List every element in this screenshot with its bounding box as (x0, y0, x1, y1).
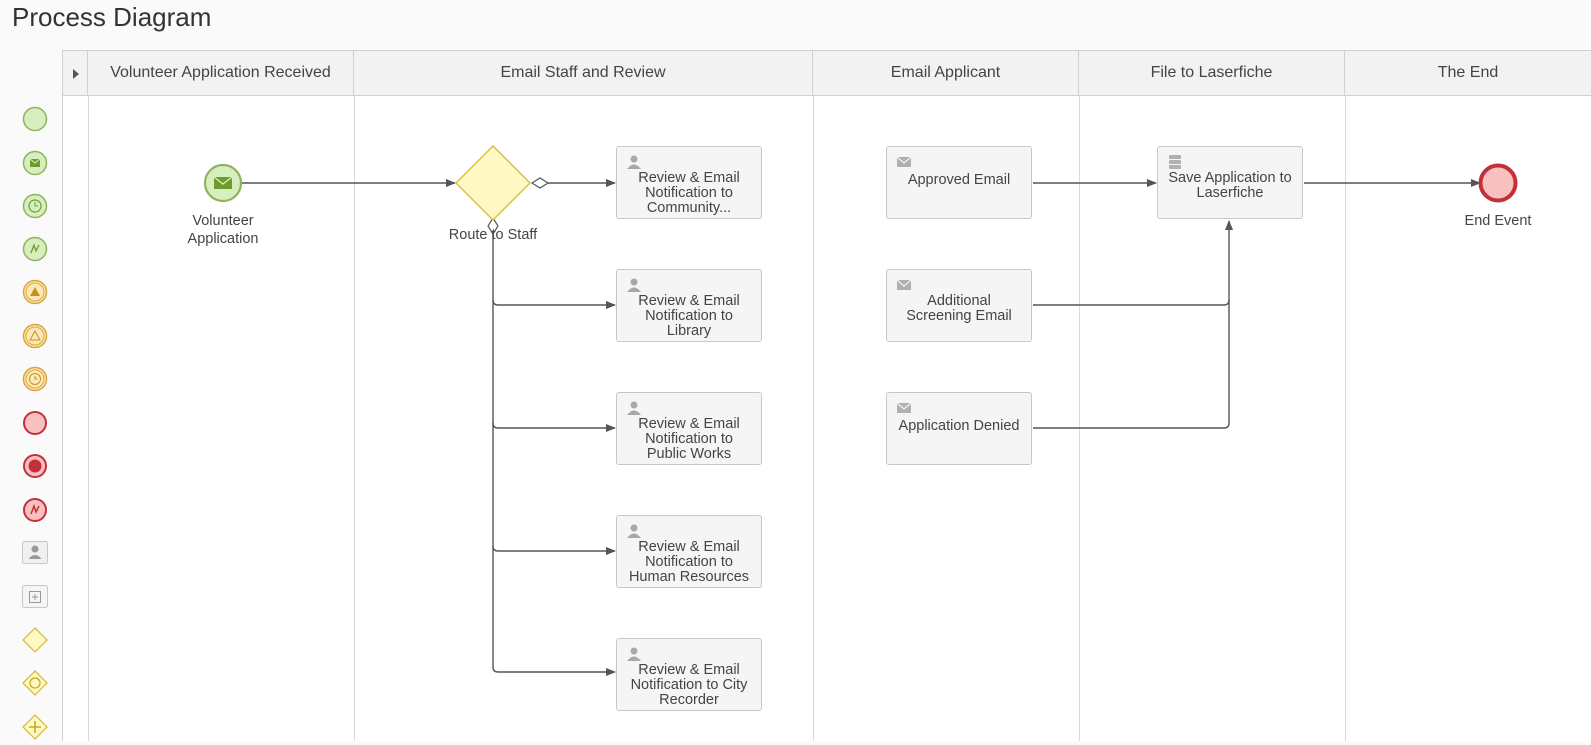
lane-divider (1079, 96, 1080, 741)
lane-divider (354, 96, 355, 741)
task-application-denied[interactable]: Application Denied (886, 392, 1032, 465)
caret-right-icon (73, 69, 79, 79)
task-review-library[interactable]: Review & Email Notification to Library (616, 269, 762, 342)
database-icon (1169, 155, 1181, 169)
end-event-label: End Event (1464, 213, 1532, 229)
lane-title: The End (1437, 64, 1499, 81)
user-icon (627, 401, 641, 415)
start-event-icon[interactable] (22, 106, 48, 132)
task-review-public-works[interactable]: Review & Email Notification to Public Wo… (616, 392, 762, 465)
lane-divider (88, 96, 89, 741)
conditional-flow-marker (530, 177, 550, 189)
lane-header-file-to-laserfiche[interactable]: File to Laserfiche (1079, 50, 1345, 96)
flow-gateway-to-city-recorder (492, 546, 616, 676)
lane-header-the-end[interactable]: The End (1345, 50, 1591, 96)
lane-divider (1345, 96, 1346, 741)
timer-intermediate-event-icon[interactable] (22, 366, 48, 392)
user-icon (627, 647, 641, 661)
lane-title: Email Staff and Review (500, 64, 666, 81)
lane-title: File to Laserfiche (1150, 64, 1273, 81)
task-review-human-resources[interactable]: Review & Email Notification to Human Res… (616, 515, 762, 588)
lane-title: Email Applicant (890, 64, 1001, 81)
flow-denied-to-save (1033, 300, 1230, 429)
exclusive-gateway-icon[interactable] (22, 627, 48, 653)
lane-header-email-staff-and-review[interactable]: Email Staff and Review (354, 50, 813, 96)
task-approved-email[interactable]: Approved Email (886, 146, 1032, 219)
error-end-event-icon[interactable] (22, 497, 48, 523)
end-event (1478, 163, 1518, 203)
task-review-city-recorder[interactable]: Review & Email Notification to City Reco… (616, 638, 762, 711)
envelope-icon (896, 279, 912, 290)
lane-title: Volunteer Application Received (110, 64, 331, 81)
task-additional-screening-email[interactable]: Additional Screening Email (886, 269, 1032, 342)
flow-gateway-to-human-resources (492, 423, 616, 555)
timer-start-event-icon[interactable] (22, 193, 48, 219)
gateway-label: Route to Staff (448, 227, 538, 243)
user-icon (627, 155, 641, 169)
volunteer-application-start-event (203, 163, 243, 203)
lane-header-email-applicant[interactable]: Email Applicant (813, 50, 1079, 96)
user-icon (627, 524, 641, 538)
user-icon (627, 278, 641, 292)
route-to-staff-gateway (455, 145, 531, 221)
envelope-icon (213, 176, 233, 189)
escalation-intermediate-event-icon[interactable] (22, 323, 48, 349)
diagram-canvas[interactable] (62, 50, 1591, 741)
conditional-flow-marker (487, 216, 499, 236)
expand-pool-button[interactable] (62, 50, 88, 96)
lane-header-volunteer-application-received[interactable]: Volunteer Application Received (88, 50, 354, 96)
lane-divider (813, 96, 814, 741)
flow-gateway-to-public-works (492, 300, 616, 432)
page-title: Process Diagram (12, 2, 212, 32)
user-task-icon[interactable] (22, 540, 48, 566)
task-review-community[interactable]: Review & Email Notification to Community… (616, 146, 762, 219)
parallel-gateway-icon[interactable] (22, 714, 48, 740)
escalation-event-icon[interactable] (22, 279, 48, 305)
envelope-icon (896, 402, 912, 413)
signal-start-event-icon[interactable] (22, 236, 48, 262)
start-event-label: Volunteer Application (187, 213, 259, 247)
shape-palette (0, 98, 70, 741)
terminate-end-event-icon[interactable] (22, 453, 48, 479)
task-save-application-to-laserfiche[interactable]: Save Application to Laserfiche (1157, 146, 1303, 219)
flow-screening-to-save (1033, 220, 1233, 306)
inclusive-gateway-icon[interactable] (22, 670, 48, 696)
end-event-icon[interactable] (22, 410, 48, 436)
envelope-icon (896, 156, 912, 167)
subprocess-icon[interactable] (22, 584, 48, 610)
message-start-event-icon[interactable] (22, 150, 48, 176)
